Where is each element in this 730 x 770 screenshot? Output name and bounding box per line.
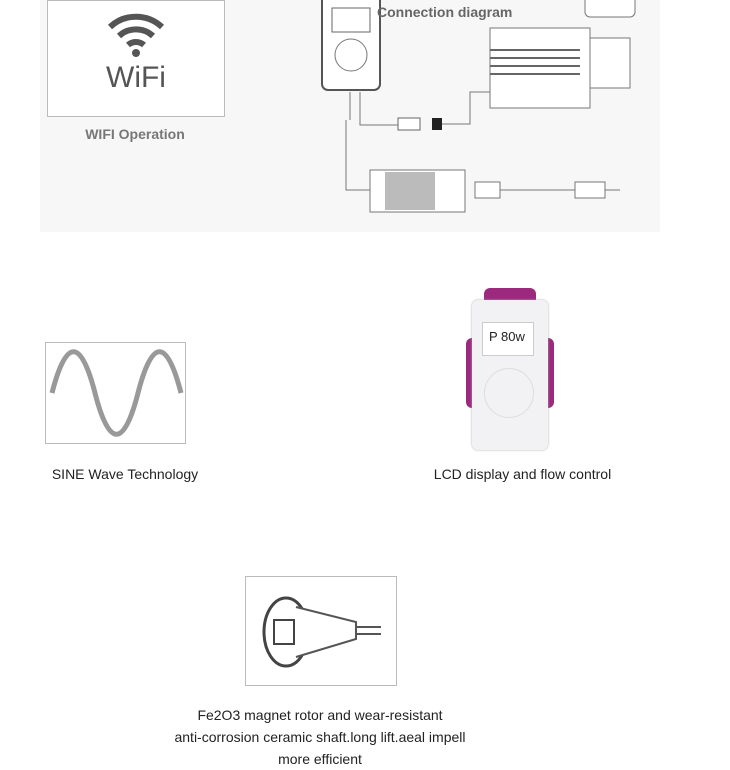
- wifi-feature-card: WiFi: [47, 0, 225, 117]
- connection-diagram-image: [321, 0, 636, 213]
- lcd-controller-image: P 80w: [466, 288, 554, 456]
- wifi-icon: [107, 13, 165, 57]
- rotor-caption-line-1: Fe2O3 magnet rotor and wear-resistant: [197, 707, 443, 723]
- wifi-label: WiFi: [106, 61, 166, 94]
- lcd-screen-text: P 80w: [482, 322, 534, 356]
- rotor-caption-line-2: anti-corrosion ceramic shaft.long lift.a…: [174, 729, 466, 745]
- rotor-image-card: [245, 576, 397, 686]
- sine-wave-card: [45, 342, 186, 444]
- rotor-caption-line-3: more efficient: [278, 751, 362, 767]
- sine-caption: SINE Wave Technology: [51, 466, 199, 482]
- diagram-title: Connection diagram: [377, 4, 513, 20]
- sine-wave-icon: [49, 349, 184, 437]
- rotor-icon: [262, 596, 381, 668]
- lcd-caption: LCD display and flow control: [433, 466, 612, 482]
- wifi-caption: WIFI Operation: [85, 126, 185, 142]
